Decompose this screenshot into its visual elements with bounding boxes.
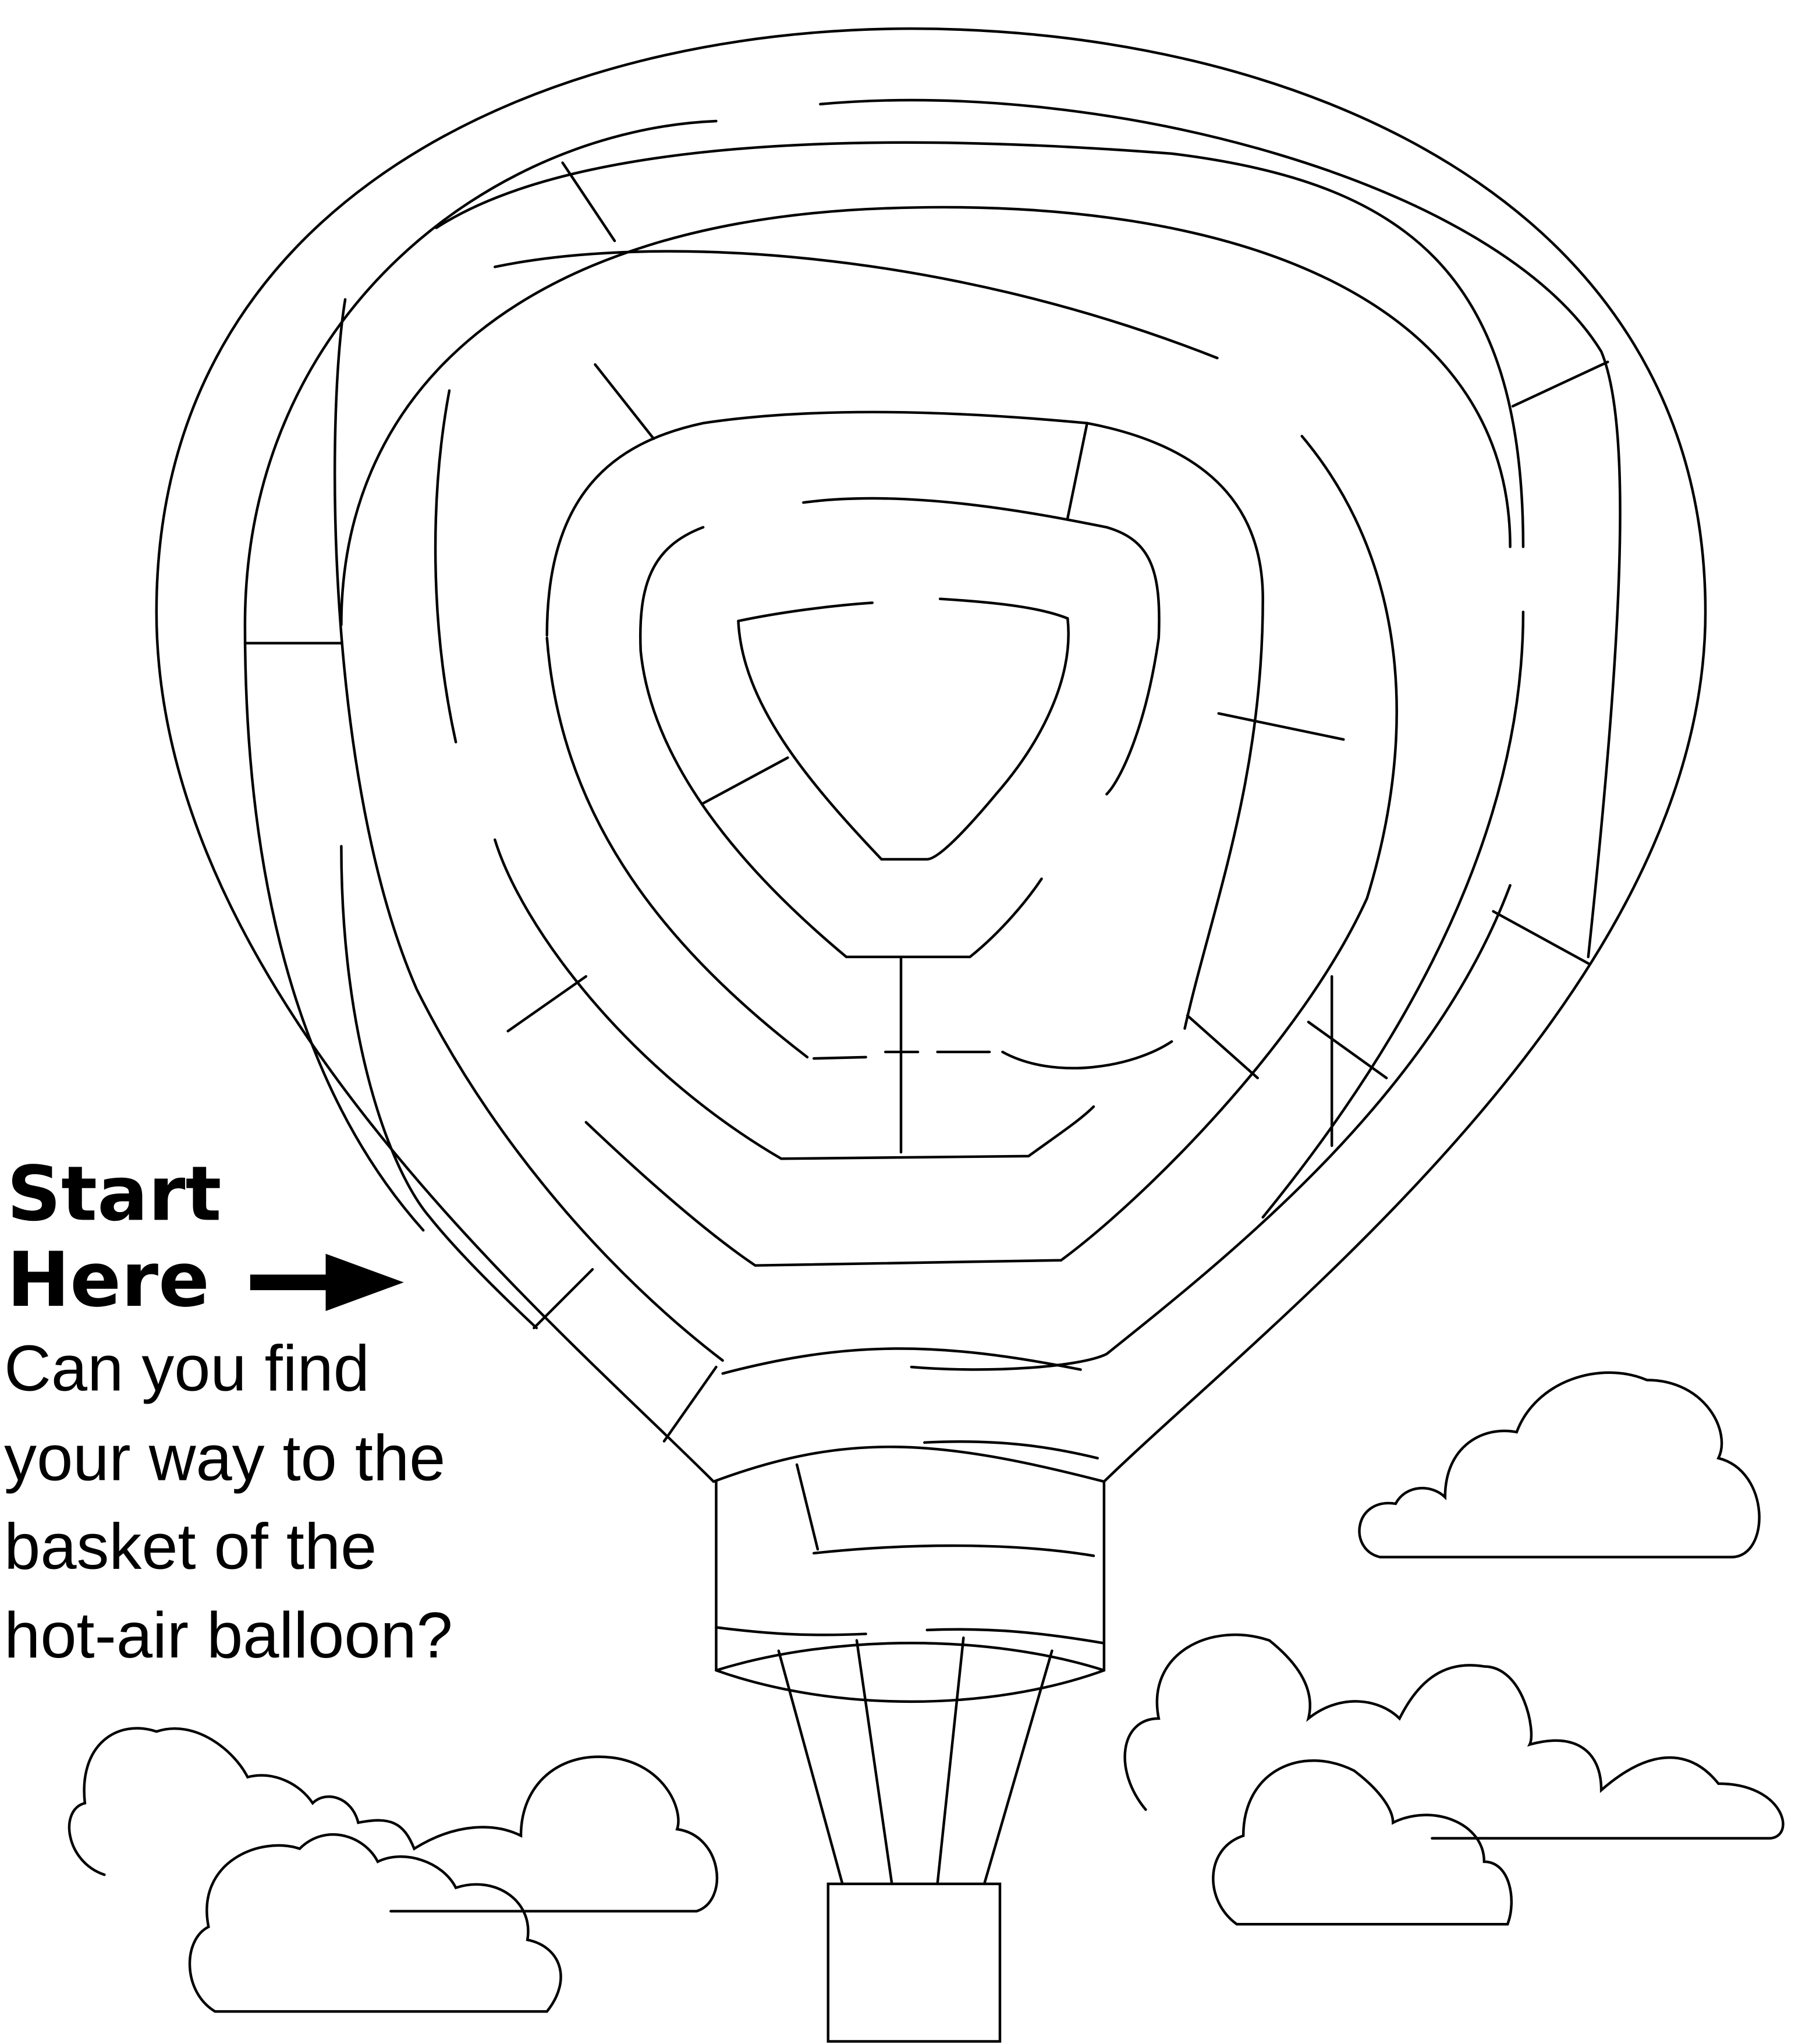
- question-line-1: Can you find: [4, 1331, 370, 1404]
- arrow-right-icon: [250, 1253, 404, 1311]
- here-label: Here: [7, 1236, 210, 1324]
- basket: [826, 1882, 1002, 2043]
- ropes: [777, 1636, 1053, 1886]
- start-label: Start: [7, 1150, 222, 1238]
- question-line-3: basket of the: [4, 1510, 377, 1583]
- question-line-4: hot-air balloon?: [4, 1599, 453, 1671]
- maze-walls: [243, 98, 1622, 1645]
- balloon-outline: [155, 27, 1707, 1483]
- balloon-neck: [715, 1480, 1106, 1703]
- question-line-2: your way to the: [4, 1422, 445, 1494]
- clouds: [68, 1371, 1785, 2013]
